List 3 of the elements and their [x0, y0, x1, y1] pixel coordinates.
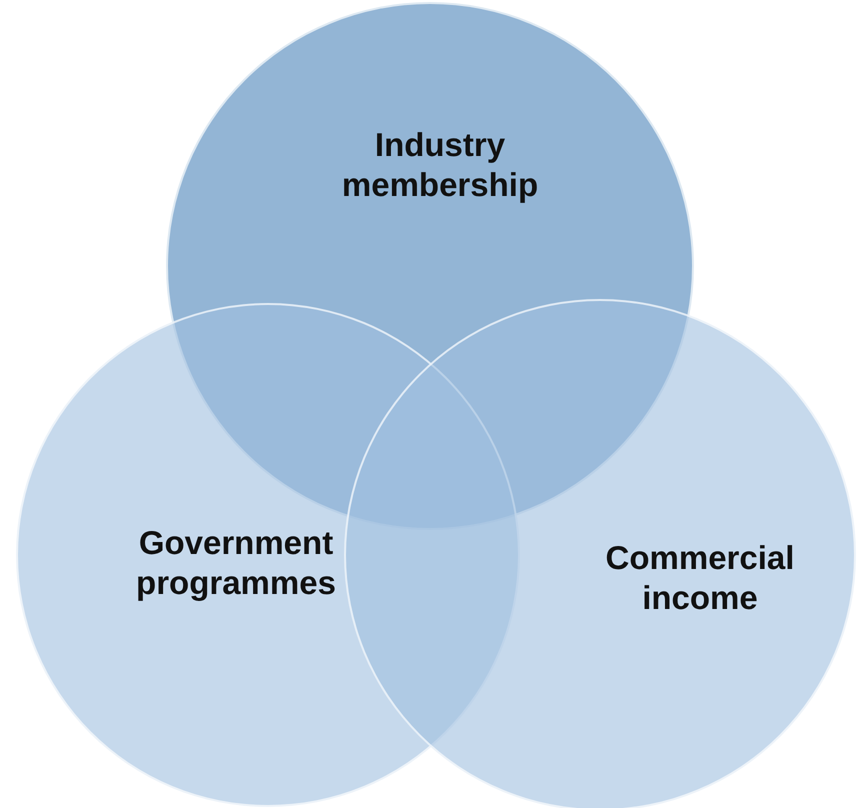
circle-label: Government programmes [135, 522, 337, 603]
circle-label: Industry membership [340, 124, 540, 205]
circle-label: Commercial income [604, 538, 796, 618]
